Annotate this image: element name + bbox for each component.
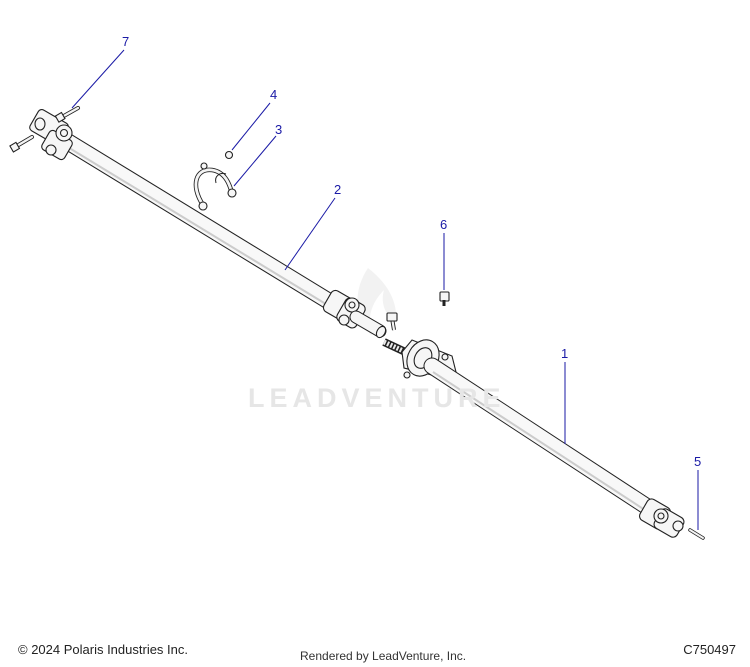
copyright-text: © 2024 Polaris Industries Inc.: [18, 642, 188, 657]
front-u-joint-yoke[interactable]: [28, 108, 73, 161]
watermark-text: LEADVENTURE: [248, 383, 506, 413]
bolt-5[interactable]: [688, 528, 705, 540]
rear-u-joint-yoke[interactable]: [638, 497, 686, 539]
callout-3[interactable]: 3: [275, 122, 282, 137]
diagram-code: C750497: [683, 642, 736, 657]
callout-6[interactable]: 6: [440, 217, 447, 232]
bolt-7-lower[interactable]: [9, 135, 34, 153]
leader-lines: [71, 49, 699, 530]
front-prop-shaft[interactable]: [56, 131, 344, 314]
bolt-7-upper[interactable]: [54, 106, 80, 123]
rendered-by-text: Rendered by LeadVenture, Inc.: [300, 649, 467, 663]
center-bolt[interactable]: [386, 312, 398, 331]
fastener-4[interactable]: [200, 150, 234, 170]
callout-2[interactable]: 2: [334, 182, 341, 197]
slip-yoke-spline[interactable]: [349, 310, 387, 339]
rear-prop-shaft[interactable]: [423, 357, 661, 519]
callout-5[interactable]: 5: [694, 454, 701, 469]
bolt-6[interactable]: [439, 291, 450, 306]
u-bolt-strap-3[interactable]: [193, 167, 237, 211]
callout-1[interactable]: 1: [561, 346, 568, 361]
callout-7[interactable]: 7: [122, 34, 129, 49]
callout-4[interactable]: 4: [270, 87, 277, 102]
